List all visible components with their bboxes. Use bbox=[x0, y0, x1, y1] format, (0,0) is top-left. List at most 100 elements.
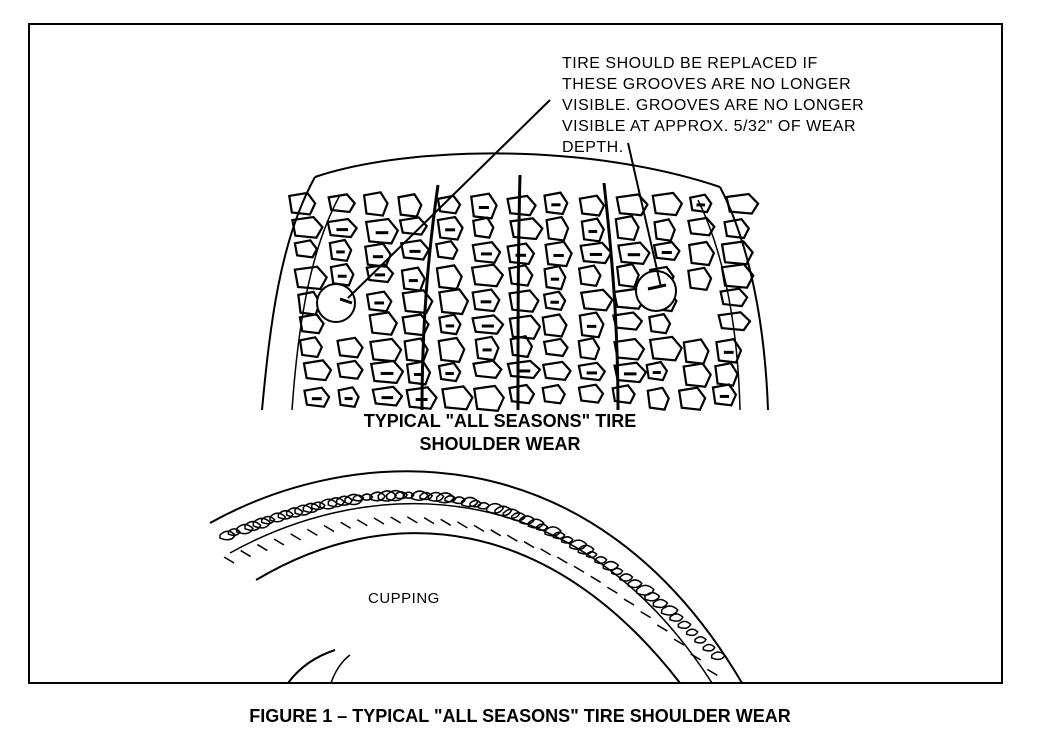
cupping-mark bbox=[277, 509, 294, 520]
tread-block bbox=[369, 337, 403, 363]
cupping-mark bbox=[419, 491, 434, 501]
tread-block bbox=[508, 383, 536, 405]
cupping-groove bbox=[540, 548, 552, 556]
tread-block bbox=[613, 337, 646, 361]
tread-block bbox=[369, 359, 405, 385]
central-groove-mid bbox=[516, 174, 522, 411]
tread-block bbox=[473, 384, 505, 412]
cupping-groove bbox=[706, 668, 718, 677]
tread-block bbox=[471, 288, 501, 313]
callout-leader-right bbox=[627, 142, 662, 288]
tread-block bbox=[472, 216, 495, 239]
tread-block bbox=[580, 217, 605, 243]
callout-line: VISIBLE. GROOVES ARE NO LONGER bbox=[562, 97, 865, 114]
central-groove-left bbox=[420, 184, 440, 411]
tread-block bbox=[470, 192, 498, 220]
tire-cupping-view bbox=[209, 470, 743, 682]
tread-block bbox=[298, 313, 325, 335]
rim-arc bbox=[287, 649, 336, 682]
cupping-groove bbox=[673, 638, 685, 646]
cupping-groove bbox=[623, 598, 635, 606]
cupping-mark bbox=[452, 496, 466, 505]
tread-block bbox=[437, 336, 466, 364]
tread-block bbox=[652, 241, 681, 261]
cupping-mark bbox=[635, 584, 655, 596]
figure-caption: FIGURE 1 – TYPICAL "ALL SEASONS" TIRE SH… bbox=[249, 706, 791, 726]
tread-block bbox=[362, 191, 389, 217]
cupping-mark bbox=[560, 536, 574, 544]
wear-indicator-circle-left bbox=[316, 283, 356, 323]
tread-block bbox=[303, 386, 331, 408]
cupping-mark bbox=[685, 628, 699, 637]
central-groove-right bbox=[602, 182, 620, 411]
tread-block bbox=[506, 242, 536, 266]
tread-block bbox=[365, 290, 393, 313]
cupping-mark bbox=[352, 494, 365, 502]
cupping-mark bbox=[285, 507, 304, 518]
cupping-mark bbox=[552, 531, 566, 540]
cupping-groove bbox=[590, 575, 602, 583]
cupping-groove bbox=[606, 586, 618, 594]
tread-block bbox=[541, 383, 567, 405]
tread-block bbox=[288, 191, 317, 216]
tread-block bbox=[508, 314, 542, 340]
tire-mid-arc bbox=[229, 502, 713, 682]
tread-block bbox=[336, 359, 364, 380]
tread-block bbox=[725, 192, 760, 215]
cupping-groove bbox=[290, 533, 302, 541]
tread-block bbox=[578, 311, 605, 339]
tire-caption: TYPICAL "ALL SEASONS" TIRE SHOULDER WEAR bbox=[290, 410, 710, 456]
cupping-mark bbox=[544, 526, 562, 537]
cupping-mark bbox=[394, 491, 409, 500]
cupping-mark bbox=[335, 495, 354, 506]
cupping-mark bbox=[369, 491, 387, 502]
tread-block bbox=[438, 288, 470, 316]
tread-block bbox=[545, 215, 570, 242]
tread-block bbox=[720, 240, 754, 266]
cupping-mark bbox=[610, 567, 624, 576]
tread-block bbox=[336, 336, 364, 359]
cupping-groove bbox=[340, 521, 352, 529]
cupping-groove bbox=[523, 540, 535, 549]
tread-block bbox=[506, 359, 542, 380]
tread-block bbox=[715, 337, 743, 364]
tread-block bbox=[579, 288, 614, 312]
cupping-groove bbox=[223, 556, 235, 564]
tread-block bbox=[646, 386, 670, 411]
cupping-groove bbox=[323, 524, 335, 533]
cupping-mark bbox=[527, 518, 545, 529]
cupping-groove bbox=[406, 516, 418, 524]
figure-frame: TIRE SHOULD BE REPLACED IF THESE GROOVES… bbox=[28, 23, 1003, 684]
cupping-mark bbox=[235, 523, 254, 535]
cupping-mark bbox=[327, 497, 346, 508]
tire-outer-arc bbox=[209, 470, 743, 682]
cupping-mark bbox=[594, 556, 608, 565]
tread-block bbox=[337, 386, 360, 409]
cupping-mark bbox=[260, 515, 276, 525]
cupping-groove bbox=[490, 529, 502, 537]
cupping-mark bbox=[377, 490, 398, 502]
tread-block bbox=[614, 214, 640, 241]
cupping-mark bbox=[535, 523, 549, 531]
tire-caption-line2: SHOULDER WEAR bbox=[419, 434, 581, 454]
cupping-mark bbox=[644, 591, 661, 602]
tread-block bbox=[400, 266, 426, 292]
cupping-groove bbox=[440, 518, 452, 526]
cupping-mark bbox=[252, 517, 272, 529]
tread-block bbox=[541, 360, 572, 382]
tread-block bbox=[364, 217, 400, 245]
tread-top-edge bbox=[314, 152, 721, 188]
tread-block bbox=[509, 335, 534, 359]
cupping-groove bbox=[690, 653, 702, 661]
tread-block bbox=[579, 241, 613, 265]
tread-block bbox=[405, 386, 438, 410]
cupping-mark bbox=[710, 651, 726, 661]
tread-block bbox=[438, 313, 462, 336]
tread-block bbox=[645, 360, 669, 382]
cupping-mark bbox=[652, 598, 669, 609]
tread-block bbox=[437, 361, 462, 383]
tread-block bbox=[509, 217, 544, 241]
cupping-mark bbox=[410, 490, 429, 502]
cupping-mark bbox=[677, 620, 692, 630]
cupping-mark bbox=[627, 579, 643, 589]
